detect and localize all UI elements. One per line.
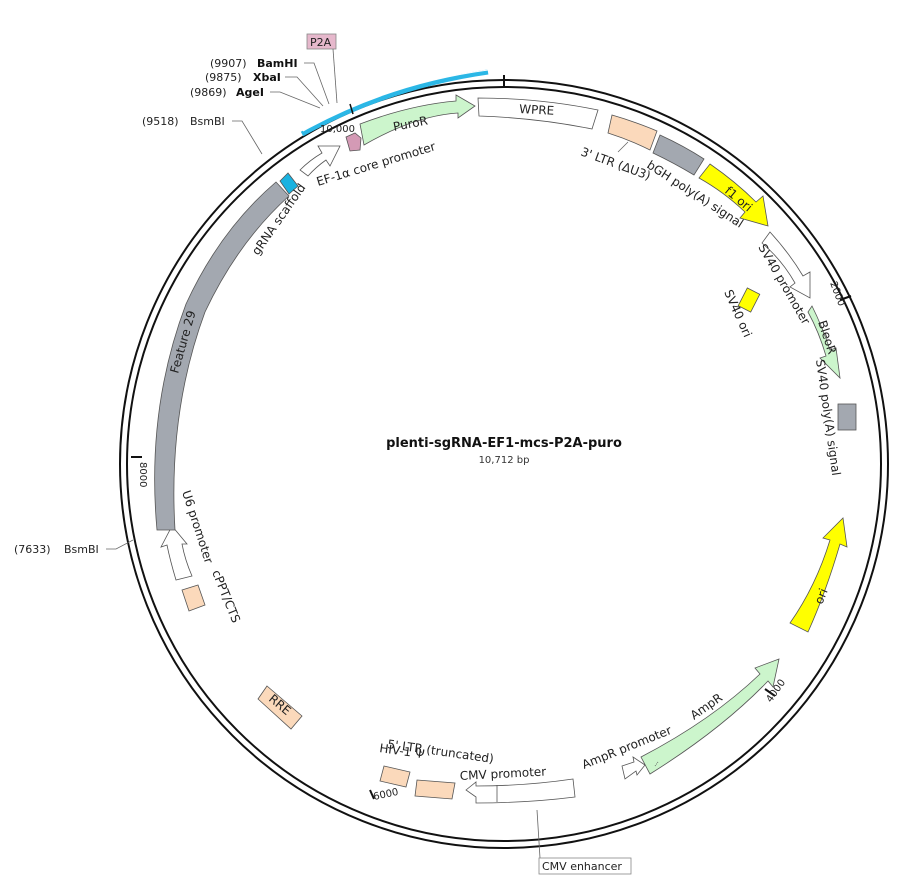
feature-sv40prom[interactable]: SV40 promoter xyxy=(755,231,813,327)
plasmid-length: 10,712 bp xyxy=(479,455,530,466)
site-bsmbi-9518: (9518) BsmBI xyxy=(142,115,263,155)
site-bamhi: (9907) BamHI xyxy=(210,57,330,105)
feature-hiv-label: HIV-1 Ψ xyxy=(379,741,426,761)
site-bamhi-pos: (9907) xyxy=(210,57,247,70)
tick-10000 xyxy=(349,103,354,115)
site-bsmbi-9518-pos: (9518) xyxy=(142,115,179,128)
site-xbai-name: XbaI xyxy=(253,71,281,84)
p2a-label-box: P2A xyxy=(306,33,338,104)
feature-puror-label: PuroR xyxy=(392,114,429,134)
feature-cppt-label: cPPT/CTS xyxy=(209,568,243,625)
site-agei-name: AgeI xyxy=(236,86,264,99)
feature-sv40pa[interactable]: SV40 poly(A) signal xyxy=(813,358,857,476)
tick-4000 xyxy=(764,688,776,697)
feature-cmv-prom-label: CMV promoter xyxy=(459,764,546,783)
feature-wpre-label: WPRE xyxy=(519,102,555,118)
feature-u6-label: U6 promoter xyxy=(179,489,216,566)
tick-label-8000: 8000 xyxy=(137,462,148,487)
site-bsmbi-7633-name: BsmBI xyxy=(64,543,99,556)
site-agei: (9869) AgeI xyxy=(190,86,321,109)
feature-ori[interactable]: ori xyxy=(789,517,848,633)
feature-p2a[interactable] xyxy=(345,132,362,152)
tick-marks xyxy=(131,75,852,800)
tick-2000 xyxy=(839,295,852,301)
feature-ori-label: ori xyxy=(812,586,831,606)
feature-rre[interactable]: RRE xyxy=(257,685,303,730)
site-bsmbi-7633-pos: (7633) xyxy=(14,543,51,556)
cmv-enhancer-label-box: CMV enhancer xyxy=(536,809,632,875)
feature-ampr[interactable]: AmpR xyxy=(640,658,780,775)
site-bamhi-name: BamHI xyxy=(257,57,298,70)
site-xbai: (9875) XbaI xyxy=(205,71,324,107)
feature-cmv-prom[interactable]: CMV promoter xyxy=(459,764,576,804)
mcs-arc xyxy=(300,69,489,137)
feature-bleor-label: BleoR xyxy=(815,319,839,356)
tick-6000 xyxy=(369,789,375,800)
site-agei-pos: (9869) xyxy=(190,86,227,99)
cmv-enhancer-label: CMV enhancer xyxy=(542,860,622,873)
site-xbai-pos: (9875) xyxy=(205,71,242,84)
tick-label-10000: 10,000 xyxy=(320,124,355,135)
feature-puror[interactable]: PuroR xyxy=(359,94,476,146)
tick-label-6000: 6000 xyxy=(372,787,399,803)
feature-sv40ori[interactable]: SV40 ori xyxy=(721,287,761,340)
feature-ef1a[interactable]: EF-1α core promoter xyxy=(299,139,437,189)
plasmid-name: plenti-sgRNA-EF1-mcs-P2A-puro xyxy=(386,436,622,451)
feature-3ltr-label: 3' LTR (ΔU3) xyxy=(579,145,653,183)
p2a-label: P2A xyxy=(310,36,332,49)
site-bsmbi-9518-name: BsmBI xyxy=(190,115,225,128)
site-bsmbi-7633: (7633) BsmBI xyxy=(14,539,134,556)
feature-hiv[interactable]: HIV-1 Ψ xyxy=(379,741,426,788)
feature-wpre[interactable]: WPRE xyxy=(477,97,599,130)
